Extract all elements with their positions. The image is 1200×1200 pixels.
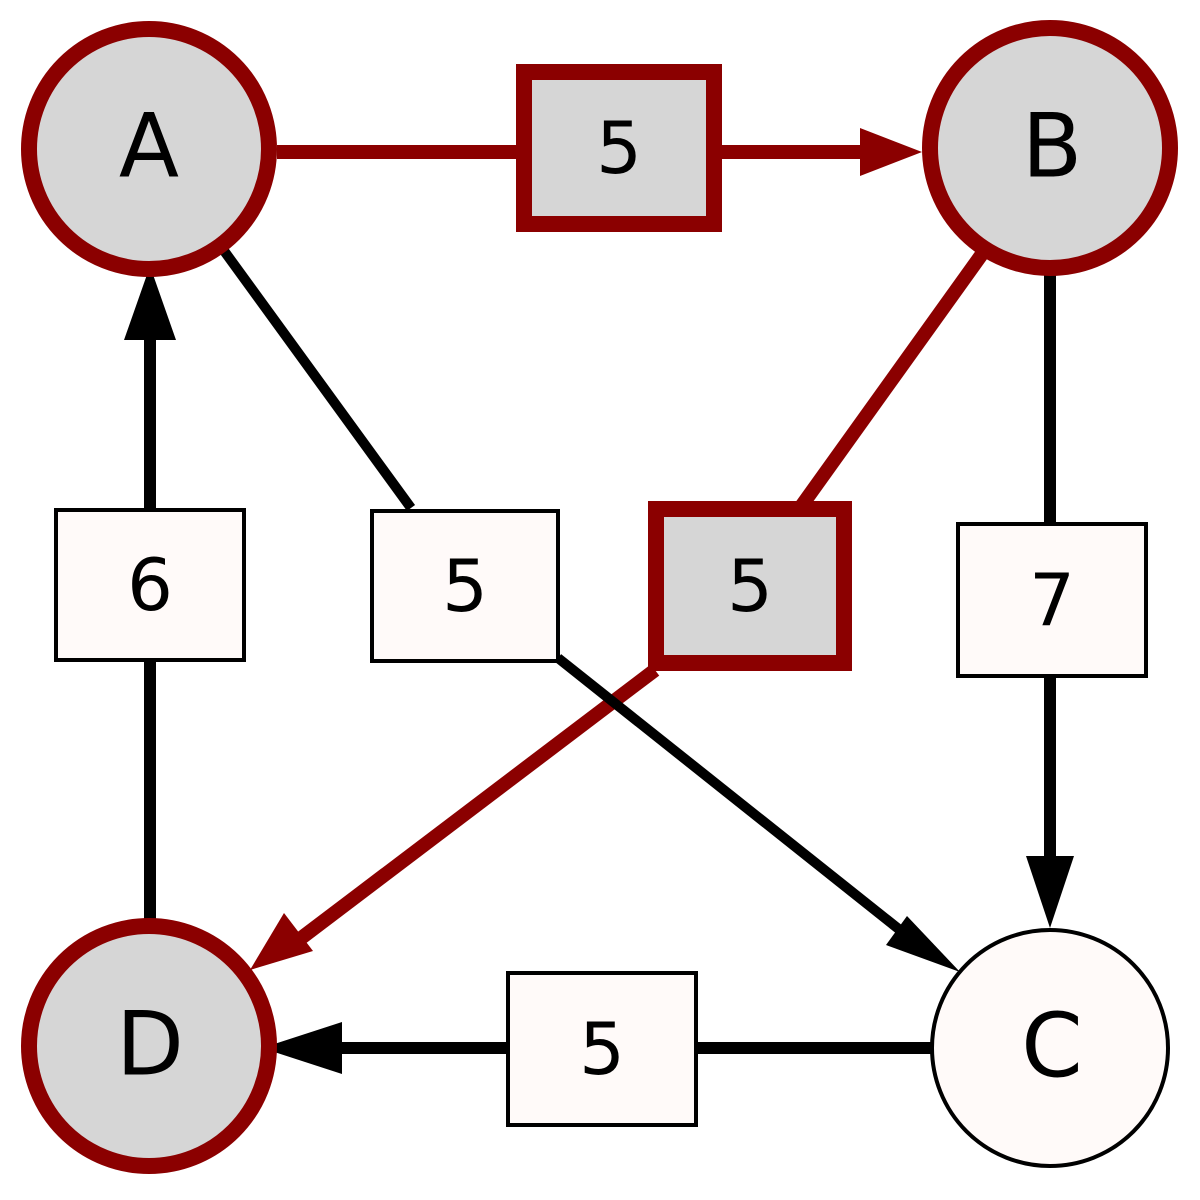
edge-b-c-arrowhead — [1026, 856, 1074, 928]
weight-label-d-a: 6 — [127, 543, 173, 627]
weight-box-b-d: 5 — [648, 501, 852, 671]
edge-a-c-line-lower — [554, 654, 919, 946]
edge-a-c-line-upper — [217, 245, 416, 511]
edge-c-d — [262, 1022, 932, 1074]
node-label-b: B — [1022, 95, 1082, 198]
node-label-d: D — [116, 993, 184, 1096]
node-label-c: C — [1021, 995, 1082, 1098]
edge-b-d-arrowhead — [250, 913, 313, 970]
edge-a-b-arrowhead — [860, 128, 922, 176]
weight-box-d-a: 6 — [54, 508, 246, 662]
node-a: A — [21, 21, 277, 277]
node-label-a: A — [119, 95, 179, 198]
edge-b-c — [1026, 272, 1074, 928]
weight-label-a-c: 5 — [442, 544, 488, 628]
edge-b-d — [250, 249, 988, 970]
weight-label-b-c: 7 — [1029, 558, 1075, 642]
edge-a-c-arrowhead — [886, 916, 960, 972]
node-c: C — [930, 928, 1170, 1168]
node-b: B — [922, 20, 1178, 276]
weight-box-a-b: 5 — [516, 64, 722, 232]
edge-a-c — [217, 245, 960, 972]
edge-d-a — [124, 266, 176, 924]
weight-label-c-d: 5 — [579, 1007, 625, 1091]
edge-d-a-arrowhead — [124, 266, 176, 340]
weight-box-c-d: 5 — [506, 971, 698, 1127]
weight-label-b-d: 5 — [727, 544, 773, 628]
weight-label-a-b: 5 — [596, 106, 642, 190]
edge-b-d-line-lower — [291, 664, 660, 948]
edge-c-d-arrowhead — [262, 1022, 342, 1074]
weight-box-b-c: 7 — [956, 522, 1148, 678]
node-d: D — [21, 918, 277, 1174]
weight-box-a-c: 5 — [370, 509, 560, 663]
edge-b-d-line — [794, 249, 988, 513]
